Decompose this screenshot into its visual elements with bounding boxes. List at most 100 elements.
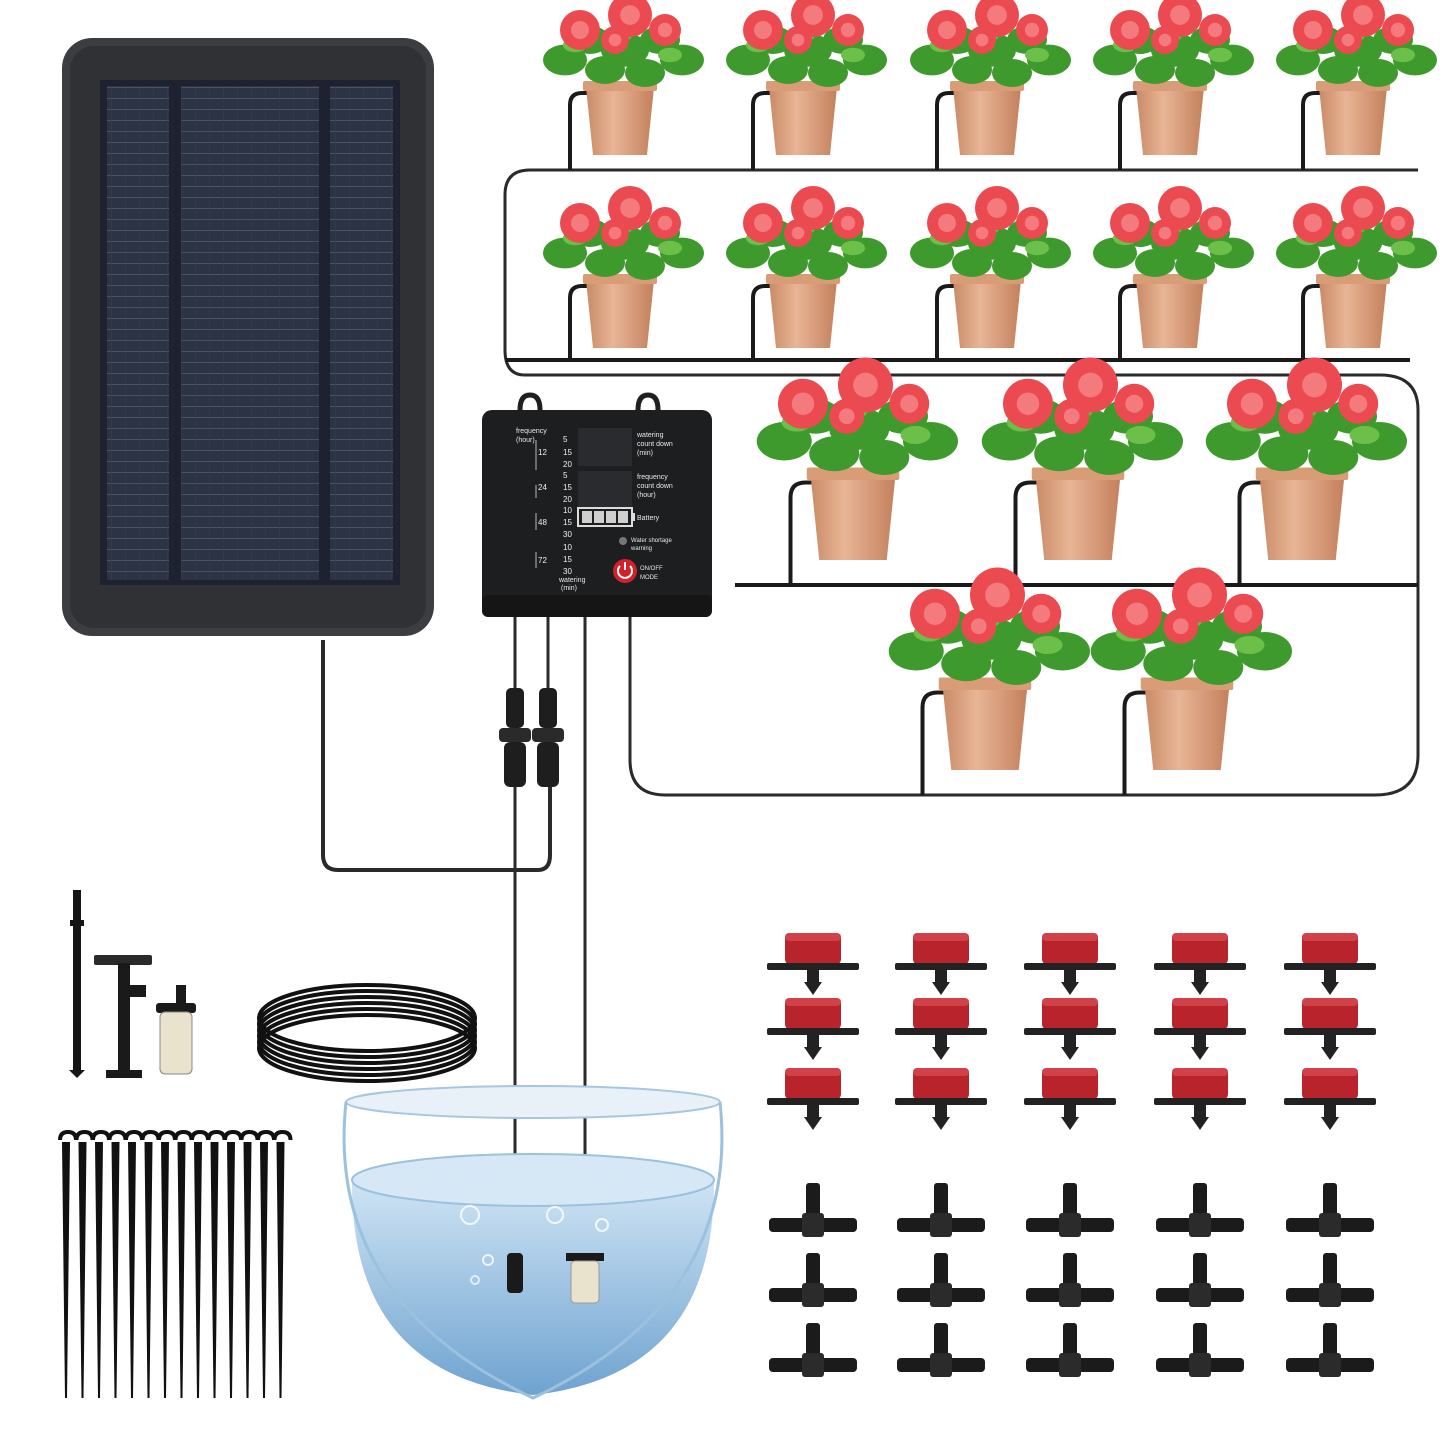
watering-unit: (min) (561, 585, 577, 592)
tee-connector-icon (1286, 1323, 1374, 1377)
potted-plant-icon (1093, 0, 1254, 170)
stake-icon (173, 1129, 194, 1398)
group-4-hours: 72 (538, 556, 547, 565)
dripper-icon (895, 1068, 987, 1130)
controller-box (482, 392, 712, 617)
display1-label-3: (min) (637, 450, 653, 457)
stake-icon (124, 1129, 144, 1398)
frequency-countdown-display (578, 471, 632, 509)
group-2-min-1: 5 (563, 471, 568, 480)
group-3-min-2: 15 (563, 518, 572, 527)
battery-indicator (577, 507, 635, 527)
stake-holder-icon (94, 955, 152, 1078)
power-label-2: MODE (640, 575, 658, 581)
tee-connector-icon (1156, 1323, 1244, 1377)
display2-label-2: count down (637, 483, 673, 490)
stake-icon (157, 1129, 177, 1398)
tee-connector-icon (1286, 1183, 1374, 1237)
dripper-icon (1024, 1068, 1116, 1130)
potted-plant-icon (1090, 567, 1292, 795)
intake-filter-icon (566, 1253, 604, 1304)
watering-label: watering (558, 577, 586, 584)
group-4-min-1: 10 (563, 543, 572, 552)
power-button[interactable] (613, 559, 637, 583)
tee-connector-icon (897, 1183, 985, 1237)
group-3-min-3: 30 (563, 530, 572, 539)
stake-icon (107, 1129, 128, 1398)
potted-plants (543, 0, 1437, 795)
dripper-icon (1284, 933, 1376, 995)
water-warning-led (619, 537, 627, 545)
group-1-hours: 12 (538, 448, 547, 457)
potted-plant-icon (726, 0, 887, 170)
display1-label-1: watering (636, 432, 664, 439)
frequency-label: frequency (516, 428, 547, 435)
filter-icon (156, 985, 196, 1075)
stake-icon (69, 890, 85, 1078)
group-1-min-3: 20 (563, 460, 572, 469)
stake-icon (239, 1129, 260, 1398)
potted-plant-icon (1276, 0, 1437, 170)
tee-connector-icon (897, 1323, 985, 1377)
frequency-unit: (hour) (516, 437, 535, 444)
group-3-hours: 48 (538, 518, 547, 527)
stake-icon (223, 1129, 243, 1398)
dripper-icon (767, 1068, 859, 1130)
power-label-1: ON/OFF (640, 566, 663, 572)
waterproof-connectors (499, 688, 564, 787)
display2-label-3: (hour) (637, 492, 656, 499)
tee-connector-icon (897, 1253, 985, 1307)
ground-stakes (58, 1129, 293, 1398)
dripper-icon (1154, 1068, 1246, 1130)
tee-connector-icon (1156, 1183, 1244, 1237)
potted-plant-icon (726, 186, 887, 360)
tee-connector-icon (1026, 1253, 1114, 1307)
watering-countdown-display (578, 428, 632, 466)
stake-icon (190, 1129, 210, 1398)
tee-connector-icon (1286, 1253, 1374, 1307)
tee-connector-icon (1026, 1323, 1114, 1377)
group-1-min-2: 15 (563, 448, 572, 457)
drippers-grid (767, 933, 1376, 1130)
dripper-icon (1024, 933, 1116, 995)
potted-plant-icon (543, 186, 704, 360)
group-3-min-1: 10 (563, 506, 572, 515)
drip-tubing (505, 358, 1418, 587)
group-2-min-2: 15 (563, 483, 572, 492)
potted-plant-icon (981, 357, 1183, 585)
tee-connector-icon (1026, 1183, 1114, 1237)
dripper-icon (895, 998, 987, 1060)
dripper-icon (895, 933, 987, 995)
potted-plant-icon (756, 357, 958, 585)
dripper-icon (767, 933, 859, 995)
group-1-min-1: 5 (563, 435, 568, 444)
tee-connectors-grid (769, 1183, 1374, 1377)
stake-icon (58, 1129, 78, 1398)
pump-icon (507, 1253, 523, 1293)
group-4-min-3: 30 (563, 567, 572, 576)
potted-plant-icon (888, 567, 1090, 795)
potted-plant-icon (1205, 357, 1407, 585)
stake-icon (91, 1129, 111, 1398)
potted-plant-icon (910, 186, 1071, 360)
water-warning-label-1: Water shortage (631, 538, 672, 544)
dripper-icon (1024, 998, 1116, 1060)
group-2-min-3: 20 (563, 495, 572, 504)
stake-icon (272, 1129, 293, 1398)
display1-label-2: count down (637, 441, 673, 448)
tee-connector-icon (769, 1183, 857, 1237)
potted-plant-icon (543, 0, 704, 170)
group-2-hours: 24 (538, 483, 547, 492)
controller-cables (503, 168, 1420, 1255)
stake-icon (74, 1129, 95, 1398)
tee-connector-icon (769, 1323, 857, 1377)
display2-label-1: frequency (637, 474, 668, 481)
potted-plant-icon (1276, 186, 1437, 360)
potted-plant-icon (910, 0, 1071, 170)
dripper-icon (1284, 998, 1376, 1060)
stake-icon (256, 1129, 276, 1398)
tee-connector-icon (769, 1253, 857, 1307)
tee-connector-icon (1156, 1253, 1244, 1307)
dripper-icon (767, 998, 859, 1060)
